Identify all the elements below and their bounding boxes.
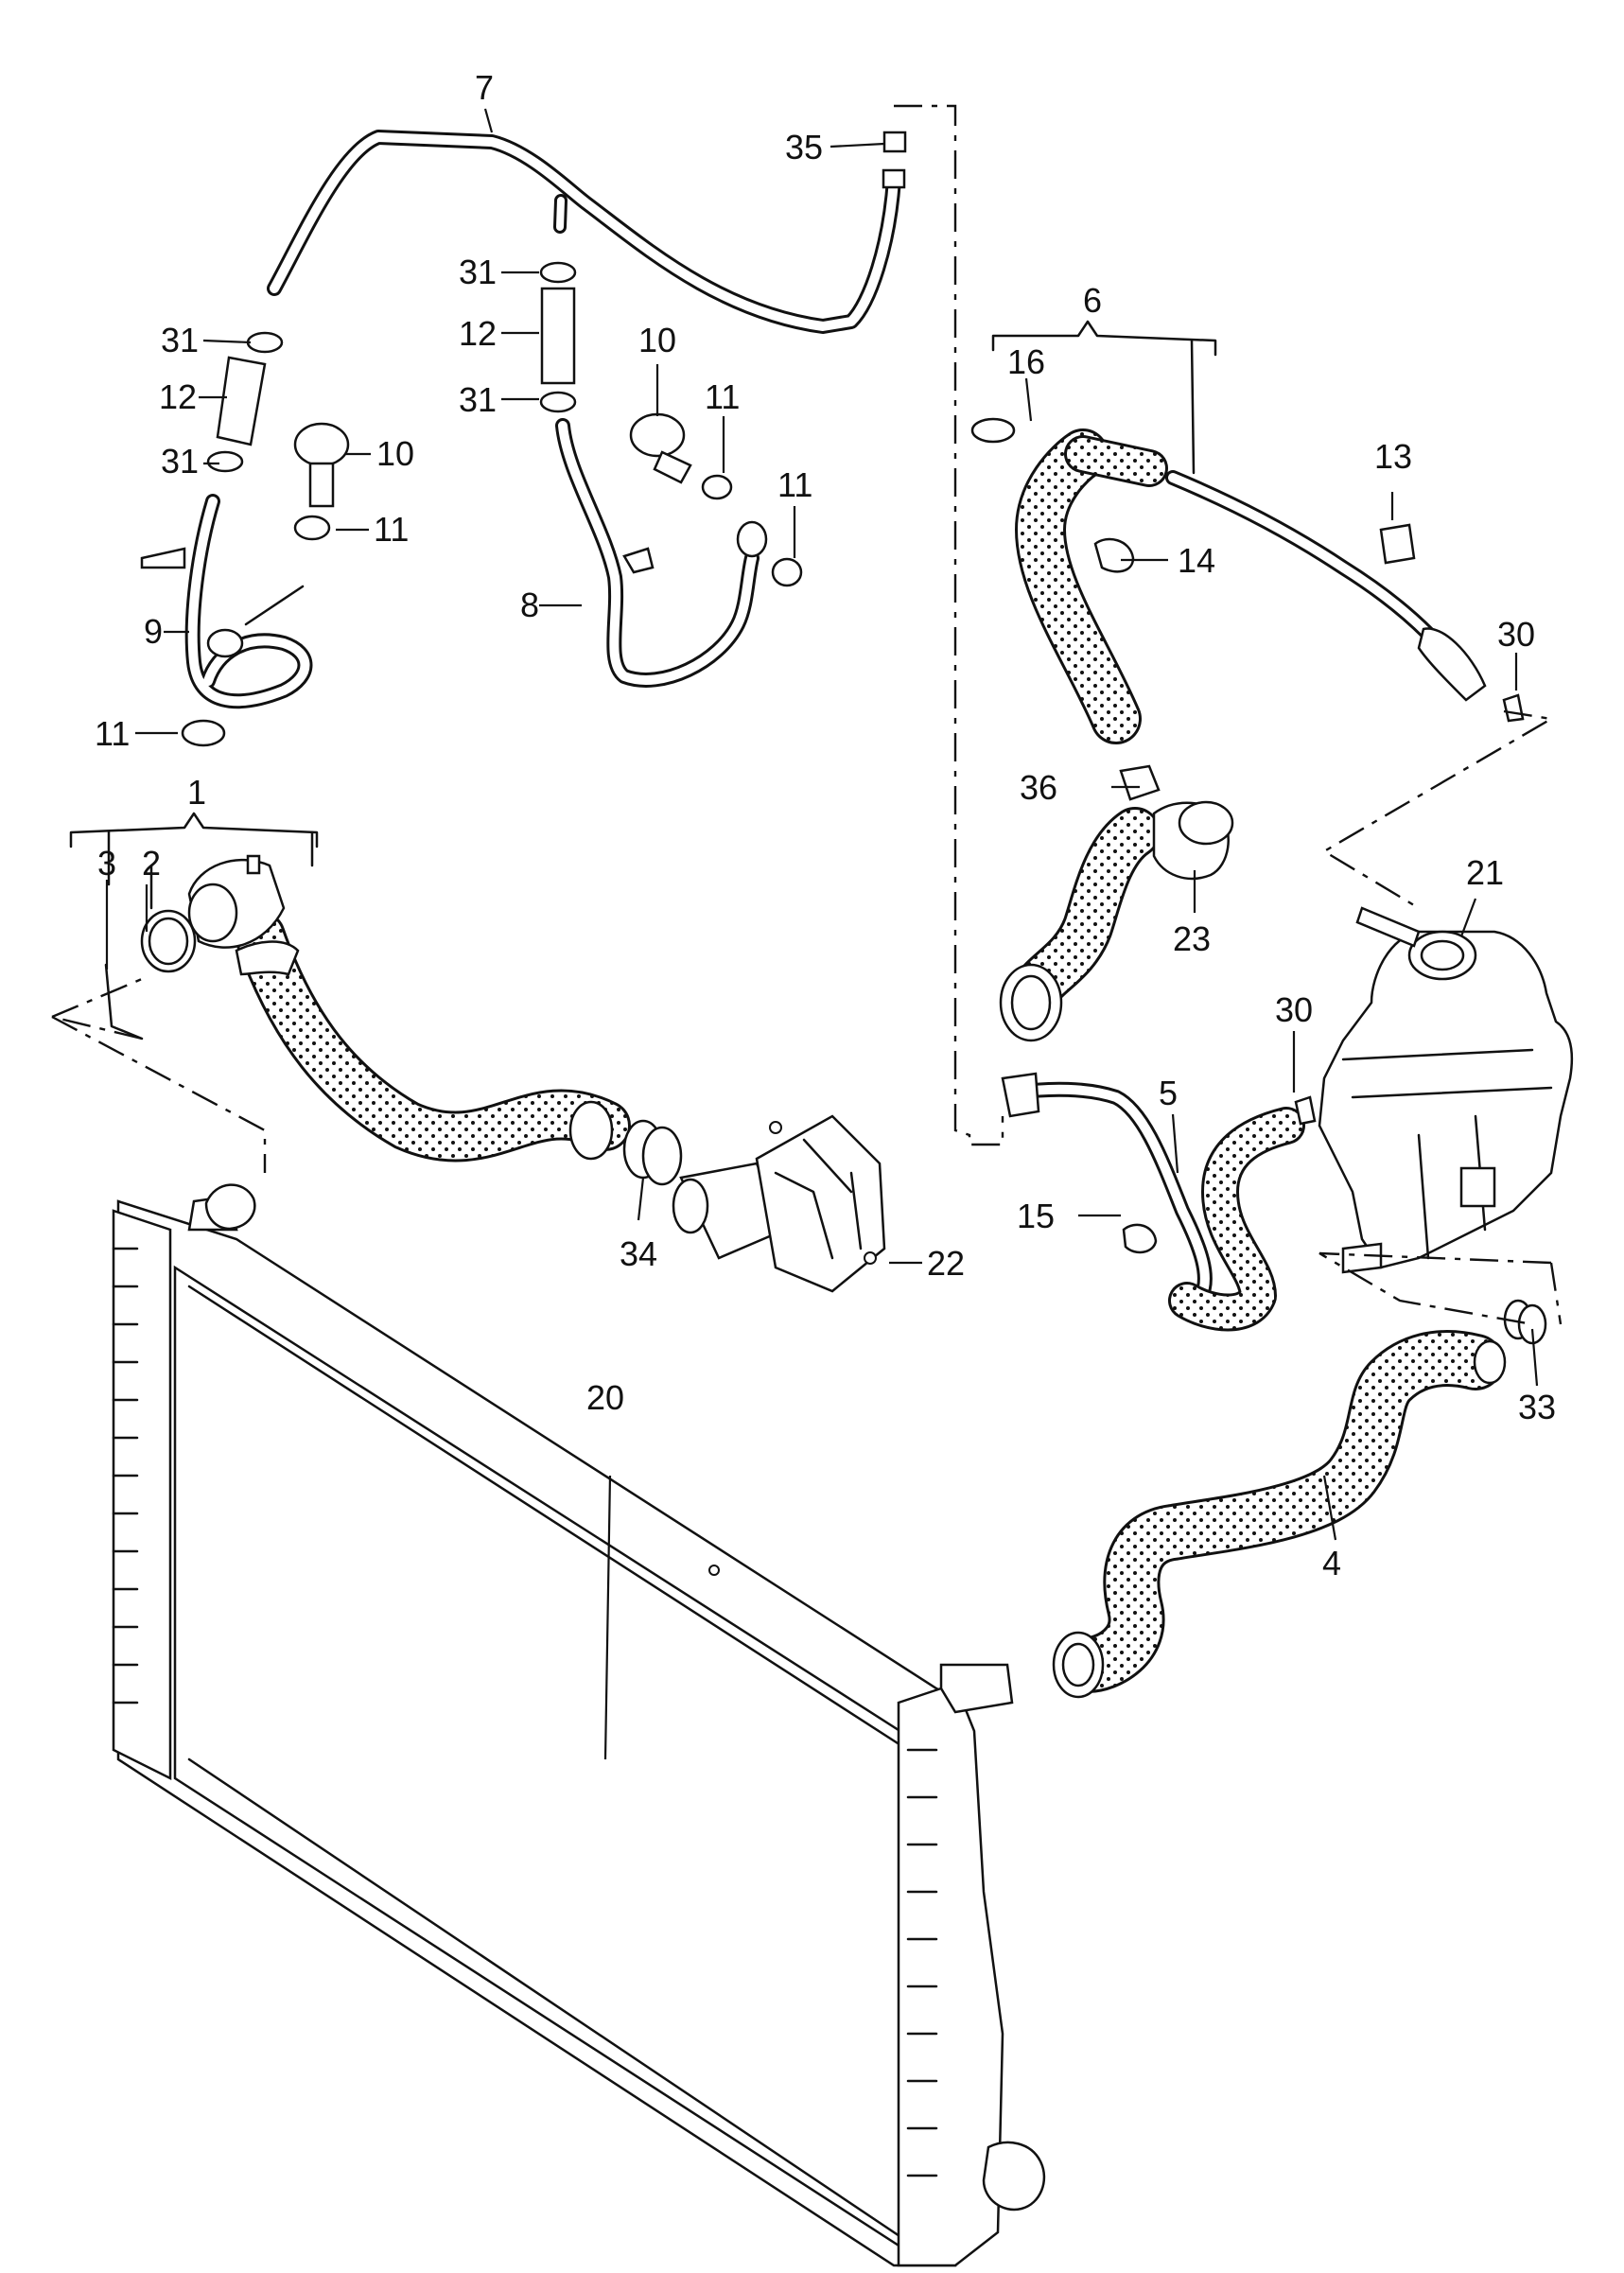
expansion-tank-21 bbox=[1318, 906, 1574, 1274]
label-31-mid-bottom: 31 bbox=[459, 380, 497, 419]
hose-23 bbox=[999, 800, 1234, 1042]
label-14: 14 bbox=[1178, 541, 1215, 580]
label-33: 33 bbox=[1518, 1388, 1556, 1426]
bleeder-pipe-9 bbox=[140, 494, 313, 709]
hose-12-left bbox=[206, 331, 284, 473]
bleeder-plug-10-right bbox=[629, 412, 692, 484]
label-30-upper: 30 bbox=[1497, 615, 1535, 654]
label-21: 21 bbox=[1466, 853, 1504, 892]
clamp-30-lower bbox=[1294, 1095, 1317, 1126]
label-34: 34 bbox=[620, 1234, 657, 1273]
label-9: 9 bbox=[144, 612, 163, 651]
seal-3 bbox=[104, 963, 144, 1040]
bleeder-pipe-7 bbox=[267, 130, 906, 334]
hose-12-middle bbox=[539, 261, 577, 413]
clamp-34 bbox=[622, 1119, 683, 1186]
label-2: 2 bbox=[142, 844, 161, 883]
label-10-left: 10 bbox=[376, 434, 414, 473]
label-20: 20 bbox=[586, 1378, 624, 1417]
label-13: 13 bbox=[1374, 437, 1412, 476]
label-11-right: 11 bbox=[777, 465, 812, 504]
label-6: 6 bbox=[1083, 281, 1102, 320]
o-ring-2 bbox=[140, 909, 197, 973]
label-16: 16 bbox=[1007, 342, 1045, 381]
label-22: 22 bbox=[927, 1244, 965, 1283]
seal-11-a bbox=[293, 515, 331, 541]
label-8: 8 bbox=[520, 586, 539, 624]
label-31-left-bottom: 31 bbox=[161, 442, 199, 481]
callout-labels: 7 35 31 12 31 31 12 31 10 11 10 11 11 8 … bbox=[95, 68, 1556, 1582]
label-7: 7 bbox=[475, 68, 494, 107]
seal-11-b bbox=[701, 474, 733, 500]
hose-6 bbox=[1015, 428, 1487, 744]
clamp-16 bbox=[970, 417, 1016, 444]
label-11-left: 11 bbox=[374, 510, 409, 549]
clip-13 bbox=[1379, 523, 1416, 565]
clip-15 bbox=[1122, 1223, 1158, 1254]
label-5: 5 bbox=[1159, 1074, 1178, 1112]
label-35: 35 bbox=[785, 128, 823, 166]
label-4: 4 bbox=[1322, 1544, 1341, 1582]
label-10-right: 10 bbox=[638, 321, 676, 359]
assembly-lines bbox=[51, 104, 1563, 1326]
bleeder-pipe-8 bbox=[555, 418, 768, 688]
left-tank bbox=[112, 1209, 172, 1781]
clip-14 bbox=[1093, 537, 1135, 573]
clamp-36 bbox=[1119, 764, 1161, 801]
bleeder-plug-10-left bbox=[293, 422, 350, 508]
label-11-bottom: 11 bbox=[95, 714, 130, 753]
label-30-lower: 30 bbox=[1275, 990, 1313, 1029]
label-12-left: 12 bbox=[159, 377, 197, 416]
label-36: 36 bbox=[1020, 768, 1057, 807]
label-15: 15 bbox=[1017, 1197, 1055, 1235]
bracket-group-6 bbox=[991, 320, 1217, 475]
coolant-hose-1 bbox=[187, 854, 631, 1163]
coolant-flange-22 bbox=[672, 1114, 886, 1293]
label-12-middle: 12 bbox=[459, 314, 497, 353]
bracket-group-1 bbox=[69, 812, 319, 910]
hose-4 bbox=[1052, 1330, 1507, 1699]
label-31-mid-top: 31 bbox=[459, 253, 497, 291]
label-11-mid: 11 bbox=[705, 377, 740, 416]
seal-11-c bbox=[771, 557, 803, 587]
label-1: 1 bbox=[187, 773, 206, 812]
right-tank bbox=[897, 1682, 1046, 2267]
seal-11-d bbox=[181, 719, 226, 747]
clamp-30-upper bbox=[1502, 693, 1525, 723]
clamp-33 bbox=[1503, 1299, 1547, 1345]
clip-35 bbox=[882, 131, 907, 153]
label-31-left-top: 31 bbox=[161, 321, 199, 359]
hose-5 bbox=[1001, 1072, 1305, 1332]
label-23: 23 bbox=[1173, 919, 1211, 958]
radiator bbox=[112, 1183, 1046, 2267]
leader-lines bbox=[105, 108, 1539, 1760]
label-3: 3 bbox=[97, 844, 116, 883]
